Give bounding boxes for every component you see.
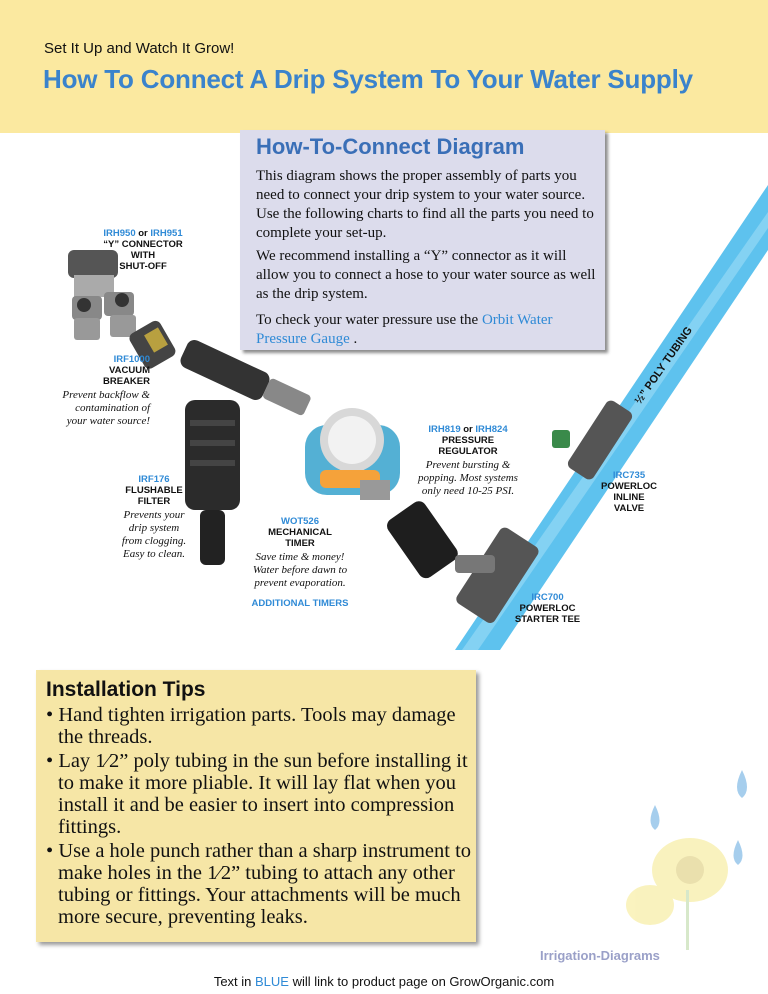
additional-timers-link[interactable]: ADDITIONAL TIMERS [251, 598, 349, 609]
timer-icon [305, 408, 400, 500]
footer-note: Text in BLUE will link to product page o… [213, 974, 555, 989]
starter-tee-icon [455, 527, 539, 623]
vacuum-breaker-link[interactable]: IRF1000 [113, 354, 150, 365]
y-connector-label: IRH950 or IRH951 “Y” CONNECTOR WITH SHUT… [103, 228, 183, 272]
filter-note: Prevents your drip system from clogging.… [121, 509, 187, 560]
tips-title: Installation Tips [46, 678, 206, 701]
y-connector-link-1[interactable]: IRH950 [103, 228, 136, 239]
filter-label: IRF176 FLUSHABLE FILTER Prevents your dr… [118, 474, 190, 561]
y-connector-icon [68, 250, 136, 340]
regulator-link-2[interactable]: IRH824 [475, 424, 508, 435]
tips-list: Hand tighten irrigation parts. Tools may… [42, 704, 472, 930]
regulator-label: IRH819 or IRH824 PRESSURE REGULATOR Prev… [418, 424, 518, 497]
flower-decoration-icon [626, 770, 747, 950]
regulator-note: Prevent bursting & popping. Most systems… [418, 459, 518, 497]
diagram-title: How-To-Connect Diagram [256, 134, 525, 159]
diagram-paragraph-3: To check your water pressure use the Orb… [256, 311, 601, 349]
pressure-regulator-icon [387, 501, 458, 579]
vacuum-breaker-note: Prevent backflow & contamination of your… [62, 389, 150, 427]
header-kicker: Set It Up and Watch It Grow! [44, 40, 235, 57]
watermark: Irrigation-Diagrams [540, 948, 660, 963]
regulator-link-1[interactable]: IRH819 [428, 424, 461, 435]
filter-link[interactable]: IRF176 [138, 474, 170, 485]
vacuum-breaker-label: IRF1000 VACUUM BREAKER Prevent backflow … [55, 354, 150, 428]
inline-valve-icon [552, 400, 633, 480]
pressure-text-end: . [349, 331, 358, 347]
timer-note: Save time & money! Water before dawn to … [252, 551, 348, 589]
tip-item: Hand tighten irrigation parts. Tools may… [42, 704, 472, 748]
tip-item: Lay 1⁄2” poly tubing in the sun before i… [42, 750, 472, 838]
page-title: How To Connect A Drip System To Your Wat… [43, 64, 693, 94]
inline-valve-link[interactable]: IRC735 [612, 470, 646, 481]
starter-tee-label: IRC700 POWERLOC STARTER TEE [514, 592, 581, 625]
header-banner: Set It Up and Watch It Grow! How To Conn… [0, 0, 768, 133]
diagram-paragraph-2: We recommend installing a “Y” connector … [256, 248, 596, 302]
y-connector-link-2[interactable]: IRH951 [150, 228, 183, 239]
pressure-gauge-link[interactable]: Orbit Water Pressure Gauge [256, 312, 553, 347]
vacuum-breaker-icon [129, 320, 176, 369]
footer-blue-word: BLUE [255, 974, 289, 989]
diagram-paragraph-1: This diagram shows the proper assembly o… [256, 168, 594, 241]
filter-icon [180, 340, 311, 565]
pressure-text: To check your water pressure use the [256, 312, 482, 328]
how-to-connect-box: How-To-Connect Diagram This diagram show… [240, 130, 605, 350]
inline-valve-label: IRC735 POWERLOC INLINE VALVE [601, 470, 657, 514]
timer-link[interactable]: WOT526 [280, 516, 319, 527]
installation-tips-box: Installation Tips Hand tighten irrigatio… [36, 670, 476, 942]
tip-item: Use a hole punch rather than a sharp ins… [42, 840, 472, 928]
timer-label: WOT526 MECHANICAL TIMER Save time & mone… [251, 516, 349, 609]
starter-tee-link[interactable]: IRC700 [531, 592, 564, 603]
